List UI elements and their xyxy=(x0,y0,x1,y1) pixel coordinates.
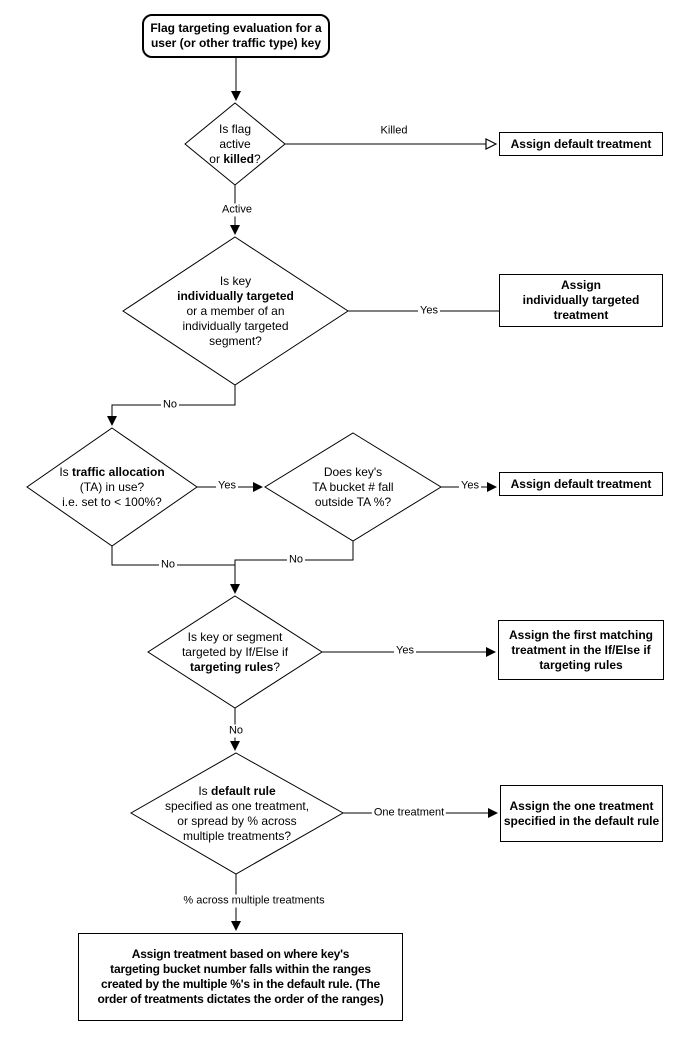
edge-label-yes-outside: Yes xyxy=(459,479,481,493)
edge-label-no-individual: No xyxy=(160,398,180,412)
decision-shape-targeting-rules xyxy=(147,595,323,709)
node-text: Assign treatment based on where key's ta… xyxy=(97,947,384,1006)
decision-shape-traffic-allocation xyxy=(26,427,198,547)
decision-shape-default-rule xyxy=(129,752,345,875)
node-text: Assign default treatment xyxy=(510,136,652,151)
edge-label-no-outside: No xyxy=(286,553,306,567)
node-text: Is key or segment targeted by If/Else if… xyxy=(181,629,289,674)
box-assign-treatment-by-ranges: Assign treatment based on where key's ta… xyxy=(78,933,403,1021)
decision-shape-ta-bucket xyxy=(264,432,442,542)
node-text: Does key's TA bucket # fall outside TA %… xyxy=(312,464,394,509)
edge-label-active: Active xyxy=(220,203,254,217)
decision-traffic-allocation: Is traffic allocation (TA) in use? i.e. … xyxy=(27,428,197,546)
decision-default-rule: Is default rule specified as one treatme… xyxy=(131,753,343,874)
edge-label-yes-ta: Yes xyxy=(216,479,238,493)
start-node: Flag targeting evaluation for a user (or… xyxy=(142,14,330,58)
edge-label-no-ta: No xyxy=(158,558,178,572)
box-assign-default-treatment-1: Assign default treatment xyxy=(499,132,663,156)
node-text: Assign the one treatment specified in th… xyxy=(503,798,660,828)
node-text: Is key individually targeted or a member… xyxy=(177,273,294,348)
edge-label-yes-rules: Yes xyxy=(394,644,416,658)
node-text: Is default rule specified as one treatme… xyxy=(164,783,310,843)
box-assign-first-matching-treatment: Assign the first matching treatment in t… xyxy=(498,620,664,680)
node-text: Assign default treatment xyxy=(510,476,652,491)
decision-if-else-targeting-rules: Is key or segment targeted by If/Else if… xyxy=(148,596,322,708)
edge-label-yes-individual: Yes xyxy=(418,304,440,318)
node-text: Is flag active or killed? xyxy=(209,121,261,166)
connector-no-traffic-allocation xyxy=(111,546,235,566)
node-text: Flag targeting evaluation for a user (or… xyxy=(150,21,322,50)
node-text: Is traffic allocation (TA) in use? i.e. … xyxy=(59,464,165,509)
decision-individually-targeted: Is key individually targeted or a member… xyxy=(123,237,348,385)
decision-flag-active-or-killed: Is flag active or killed? xyxy=(185,103,285,185)
node-text: Assign individually targeted treatment xyxy=(522,278,640,322)
box-assign-default-treatment-2: Assign default treatment xyxy=(499,472,663,496)
edge-label-one-treatment: One treatment xyxy=(371,806,447,820)
decision-shape-individually-targeted xyxy=(122,236,349,386)
edge-label-no-rules: No xyxy=(226,724,246,738)
node-text: Assign the first matching treatment in t… xyxy=(508,627,654,672)
box-assign-one-treatment: Assign the one treatment specified in th… xyxy=(500,785,663,842)
decision-shape-flag-active xyxy=(184,102,286,186)
edge-label-killed: Killed xyxy=(378,124,410,138)
box-assign-individually-targeted-treatment: Assign individually targeted treatment xyxy=(499,274,663,327)
edge-label-pct-across: % across multiple treatments xyxy=(181,894,327,908)
connector-no-outside-ta xyxy=(230,541,354,594)
decision-ta-bucket-outside: Does key's TA bucket # fall outside TA %… xyxy=(265,433,441,541)
